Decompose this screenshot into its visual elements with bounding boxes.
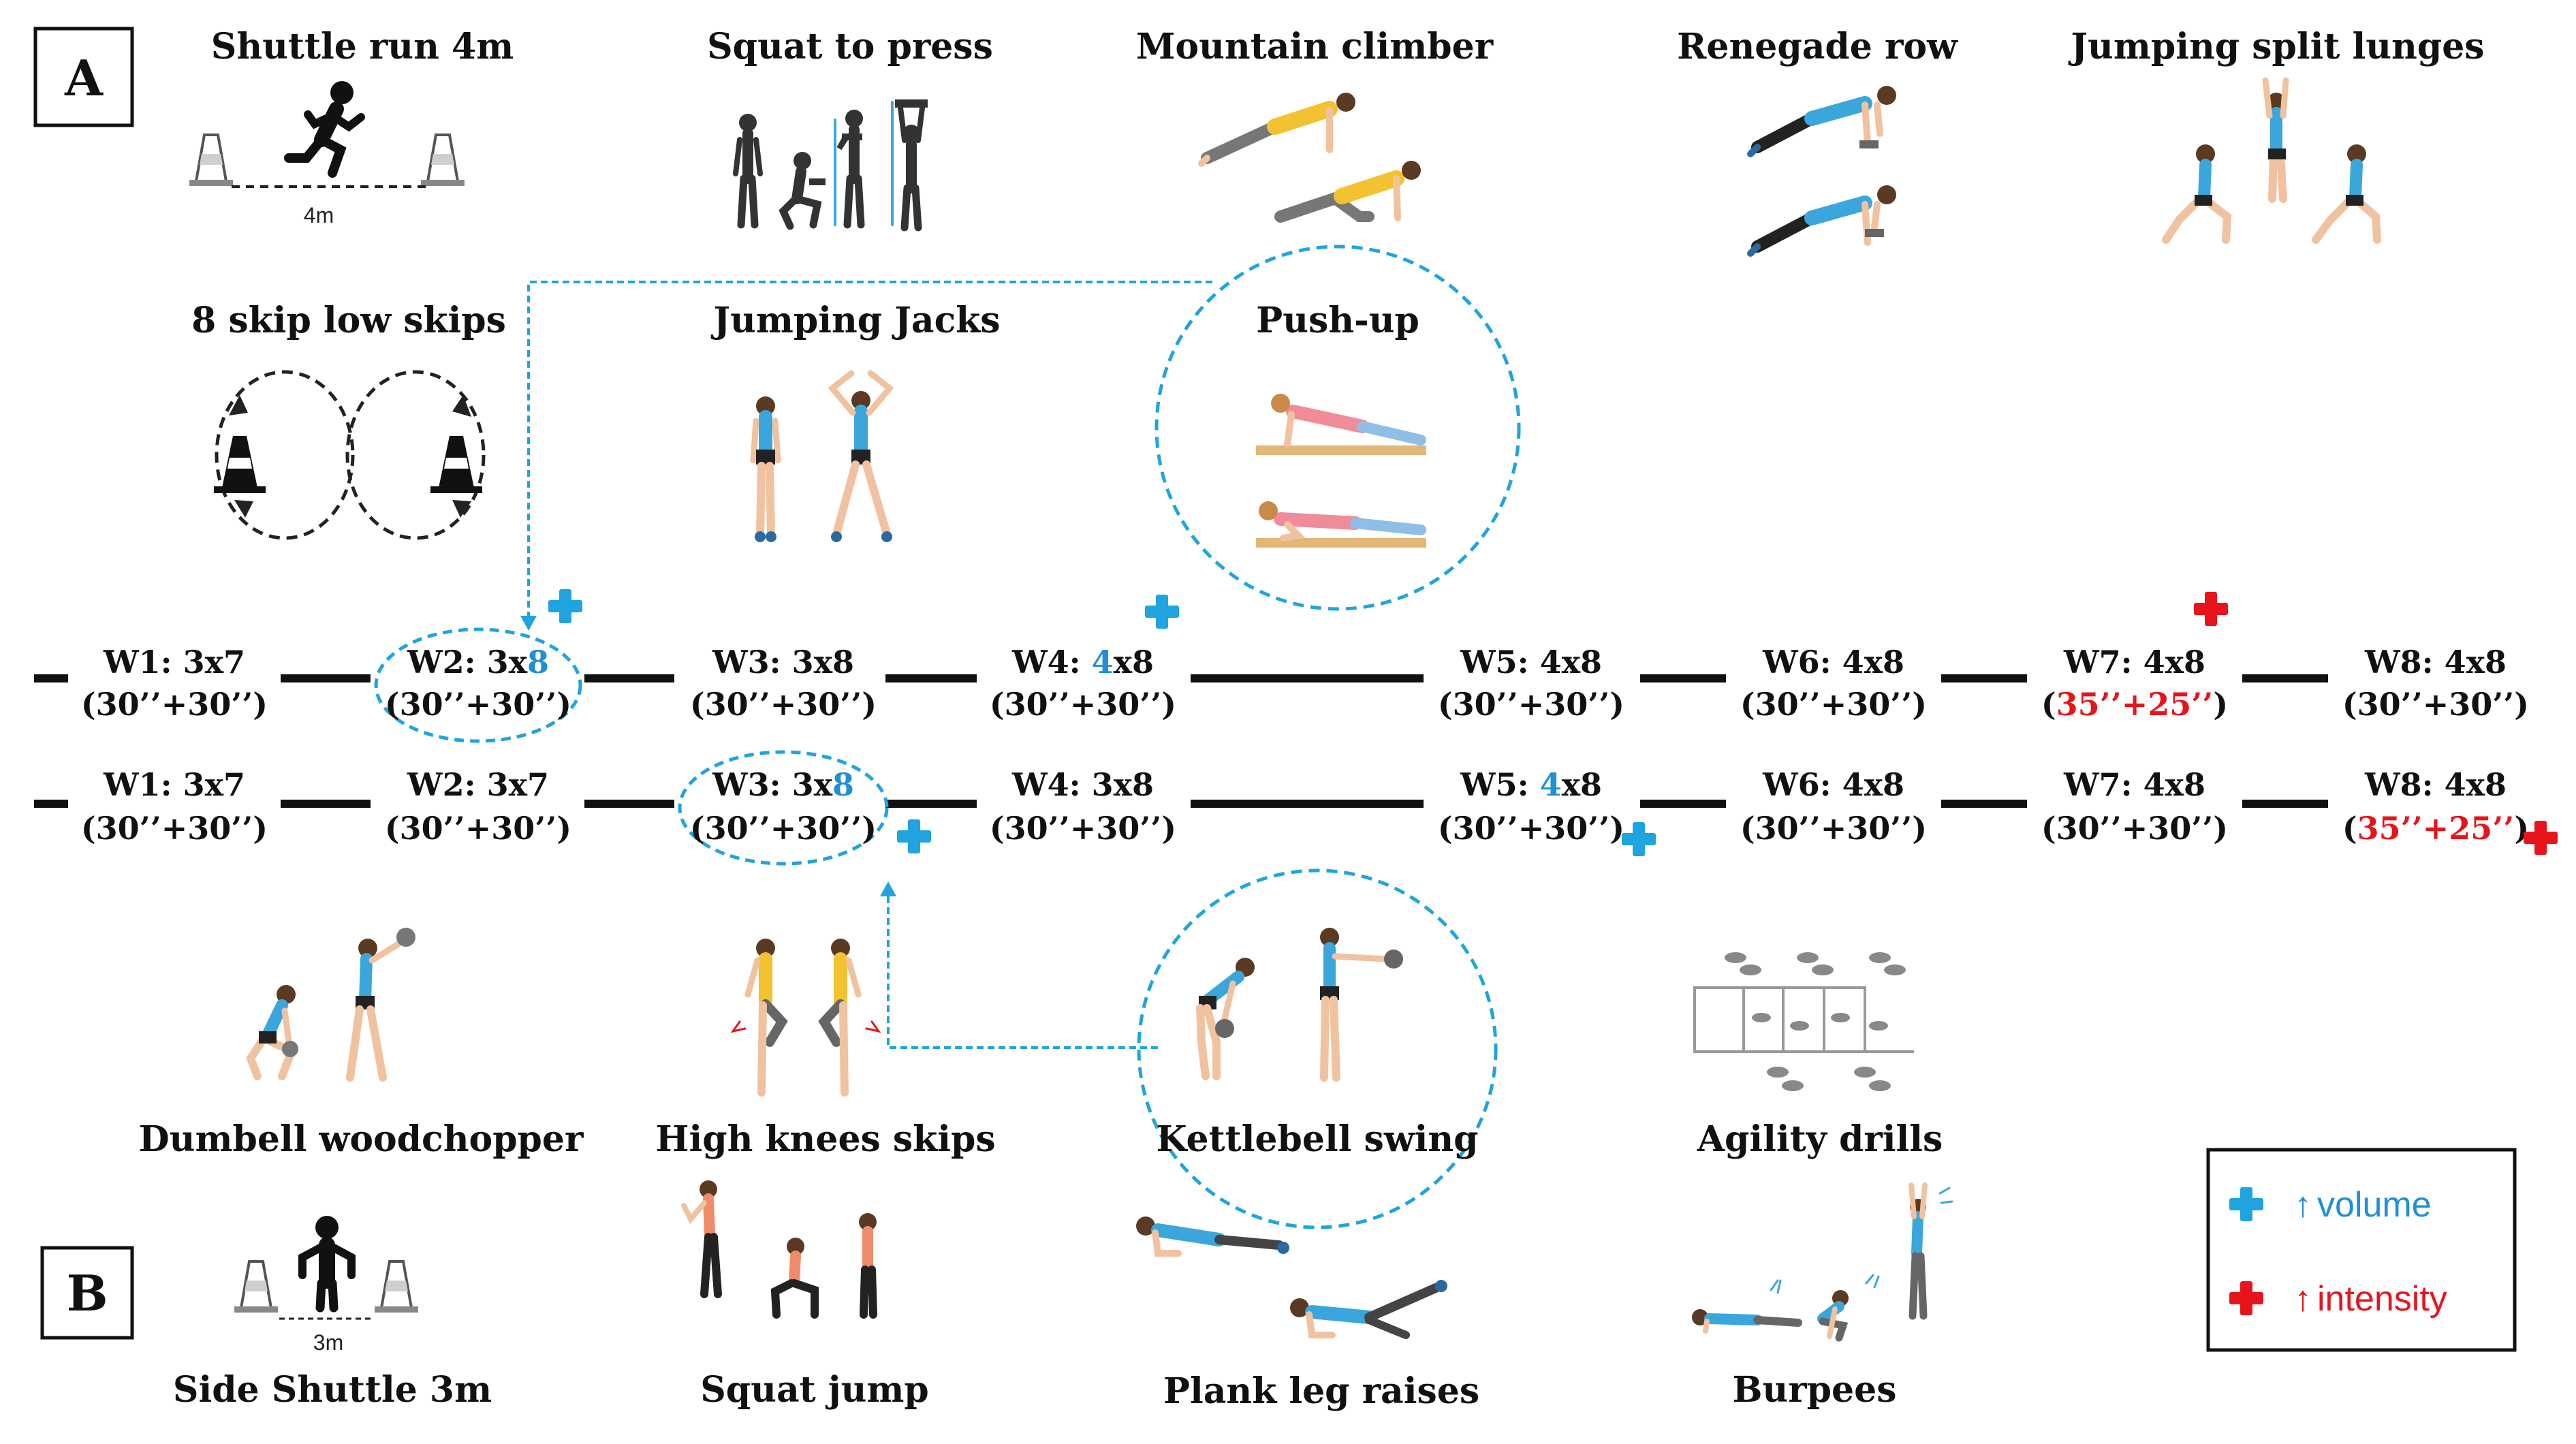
row-a-week-6-timing: (30’’+30’’) (1740, 686, 1927, 723)
row-b-week-6-timing: (30’’+30’’) (1740, 810, 1927, 847)
row-b-week-1-timing: (30’’+30’’) (81, 810, 268, 847)
row-a-week-7-sets: W7: 4x8 (2063, 644, 2205, 680)
exercise-agility-drills: Agility drills (1697, 1118, 1943, 1160)
row-a-week-6-sets: W6: 4x8 (1762, 644, 1904, 680)
traffic-cone-icon (373, 1260, 420, 1314)
row-a-week-3-timing: (30’’+30’’) (690, 686, 877, 723)
row-b-week-2-timing: (30’’+30’’) (385, 810, 571, 847)
plank-leg-raises-illustration (1136, 1217, 1447, 1339)
squat-jump-illustration (681, 1180, 877, 1319)
dumbbell-woodchopper-illustration (246, 928, 415, 1082)
link-connectors (527, 281, 1212, 1049)
agility-drills-illustration (1693, 952, 1914, 1091)
exercise-push-up: Push-up (1256, 300, 1419, 341)
row-b-week-5-sets: W5: 4x8 (1460, 766, 1602, 803)
shuttle-run-illustration: 4m (188, 81, 466, 227)
row-b-week-3-sets: W3: 3x8 (712, 766, 854, 803)
exercise-plank-leg-raises: Plank leg raises (1163, 1370, 1479, 1412)
jumping-jacks-illustration (750, 370, 894, 542)
row-a-week-2-highlight (374, 627, 582, 743)
week-row-b: W1: 3x7 (30’’+30’’) W2: 3x7 (30’’+30’’) W3: … (81, 766, 2529, 847)
traffic-cone-icon (214, 436, 266, 493)
skip-low-skips-illustration (214, 370, 486, 540)
week-row-a: W1: 3x7 (30’’+30’’) W2: 3x8 (30’’+30’’) W3: … (81, 644, 2529, 723)
exercise-dumbbell-woodchopper: Dumbell woodchopper (139, 1118, 584, 1160)
traffic-cone-icon (233, 1260, 279, 1314)
exercise-high-knees-skips: High knees skips (655, 1118, 995, 1160)
renegade-row-illustration (1747, 86, 1896, 257)
row-a-week-1-timing: (30’’+30’’) (81, 686, 268, 723)
row-b-week-4-sets: W4: 3x8 (1011, 766, 1154, 803)
exercise-squat-to-press: Squat to press (707, 26, 993, 67)
row-b-week-7-sets: W7: 4x8 (2063, 766, 2205, 803)
legend-intensity-label: ↑intensity (2294, 1279, 2447, 1319)
svg-text:3m: 3m (313, 1330, 343, 1355)
exercise-burpees: Burpees (1733, 1369, 1897, 1411)
exercise-renegade-row: Renegade row (1677, 26, 1958, 67)
row-a-week-5-timing: (30’’+30’’) (1438, 686, 1624, 723)
svg-text:4m: 4m (304, 203, 334, 227)
row-a-week-5-sets: W5: 4x8 (1460, 644, 1602, 680)
squat-to-press-illustration (733, 99, 928, 232)
row-a-week-4-timing: (30’’+30’’) (990, 686, 1176, 723)
traffic-cone-icon (420, 134, 466, 187)
legend: ↑volume ↑intensity (2206, 1148, 2517, 1352)
row-a-week-1-sets: W1: 3x7 (103, 644, 245, 680)
exercise-mountain-climber: Mountain climber (1136, 26, 1494, 67)
svg-text:A: A (64, 49, 104, 107)
push-up-highlight (1155, 245, 1521, 611)
row-a-week-3-sets: W3: 3x8 (712, 644, 854, 680)
row-b-week-5-timing: (30’’+30’’) (1438, 810, 1624, 847)
plus-icon (548, 589, 582, 623)
row-b-week-8-timing: (35’’+25’’) (2342, 810, 2529, 847)
plus-icon (1622, 822, 1656, 856)
link-arrowhead (880, 881, 896, 896)
row-b-week-1-sets: W1: 3x7 (103, 766, 245, 803)
mountain-climber-illustration (1198, 93, 1421, 223)
jumping-split-lunges-illustration (2162, 77, 2381, 244)
kettlebell-swing-highlight (1137, 868, 1498, 1229)
plus-icon (1145, 595, 1179, 629)
traffic-cone-icon (188, 134, 234, 187)
row-a-week-7-timing: (35’’+25’’) (2041, 686, 2228, 723)
svg-text:B: B (67, 1264, 108, 1322)
row-a-week-8-sets: W8: 4x8 (2364, 644, 2507, 680)
push-up-illustration (1256, 394, 1426, 548)
row-a-week-2-timing: (30’’+30’’) (385, 686, 571, 723)
panel-b-label: B (40, 1246, 134, 1340)
exercise-squat-jump: Squat jump (700, 1369, 929, 1411)
row-a-week-4-sets: W4: 4x8 (1011, 644, 1154, 680)
plus-icon (897, 819, 931, 853)
row-b-week-3-timing: (30’’+30’’) (690, 810, 877, 847)
push-up-to-week-2-link (527, 281, 1212, 617)
exercise-side-shuttle: Side Shuttle 3m (173, 1369, 492, 1411)
plus-icon (2194, 592, 2228, 626)
row-b-week-8-sets: W8: 4x8 (2364, 766, 2507, 803)
kettlebell-to-week-3-link (887, 895, 1158, 1049)
kettlebell-swing-illustration (1196, 928, 1403, 1082)
row-b-week-4-timing: (30’’+30’’) (990, 810, 1176, 847)
exercise-skip-low-skips: 8 skip low skips (191, 300, 506, 341)
exercise-shuttle-run: Shuttle run 4m (211, 26, 514, 67)
week-highlights (374, 627, 889, 866)
exercise-jumping-jacks: Jumping Jacks (710, 300, 1000, 341)
exercise-kettlebell-swing: Kettlebell swing (1156, 1118, 1478, 1160)
panel-a-label: A (33, 27, 134, 127)
row-a-week-8-timing: (30’’+30’’) (2342, 686, 2529, 723)
row-b-week-3-highlight (678, 750, 889, 866)
row-b-week-7-timing: (30’’+30’’) (2041, 810, 2228, 847)
row-b-week-6-sets: W6: 4x8 (1762, 766, 1904, 803)
row-b-week-2-sets: W2: 3x7 (407, 766, 549, 803)
traffic-cone-icon (430, 436, 482, 493)
high-knees-skips-illustration (730, 939, 881, 1097)
side-shuttle-illustration: 3m (233, 1216, 420, 1355)
legend-volume-label: ↑volume (2294, 1185, 2432, 1225)
exercise-jumping-split-lunges: Jumping split lunges (2068, 26, 2484, 67)
running-person-icon (284, 81, 365, 178)
row-a-week-2-sets: W2: 3x8 (407, 644, 549, 680)
burpees-illustration (1692, 1182, 1953, 1342)
link-arrowhead (520, 616, 537, 631)
standing-person-icon (298, 1216, 356, 1313)
